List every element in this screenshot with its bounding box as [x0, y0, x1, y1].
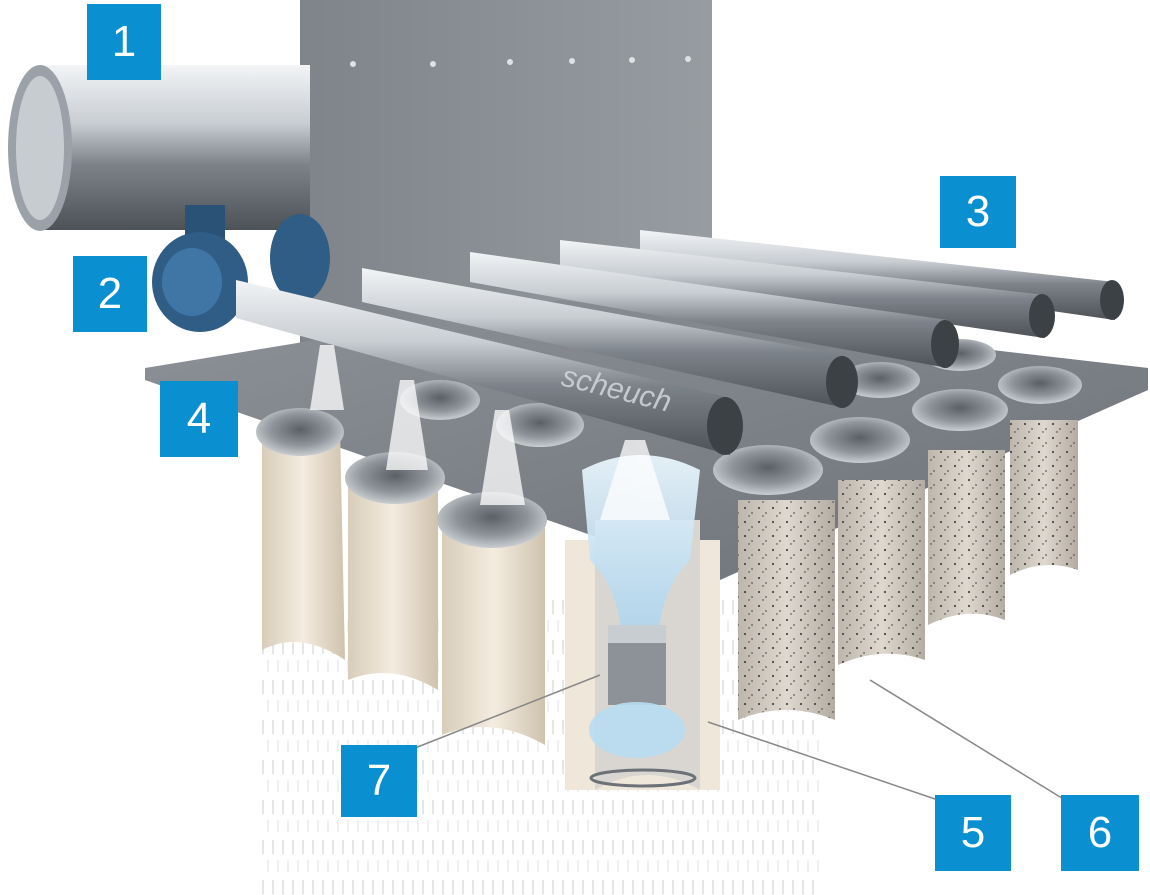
callout-4: 4 — [160, 381, 238, 457]
callout-2: 2 — [73, 256, 147, 332]
wall-rivets — [350, 56, 691, 67]
support-cage-ring — [589, 768, 697, 788]
callout-6: 6 — [1061, 795, 1139, 871]
pulse-jets — [310, 345, 670, 520]
callout-3: 3 — [940, 176, 1016, 248]
blow-pipes — [236, 230, 1124, 455]
leader-lines — [414, 674, 1066, 801]
compressed-air-header-pipe — [8, 65, 310, 231]
callout-1: 1 — [87, 4, 161, 80]
filter-bags-dusty — [738, 420, 1078, 720]
callout-7: 7 — [341, 745, 417, 817]
callout-5: 5 — [935, 795, 1011, 871]
filter-bags-clean — [262, 430, 545, 745]
diaphragm-valves — [152, 205, 330, 332]
